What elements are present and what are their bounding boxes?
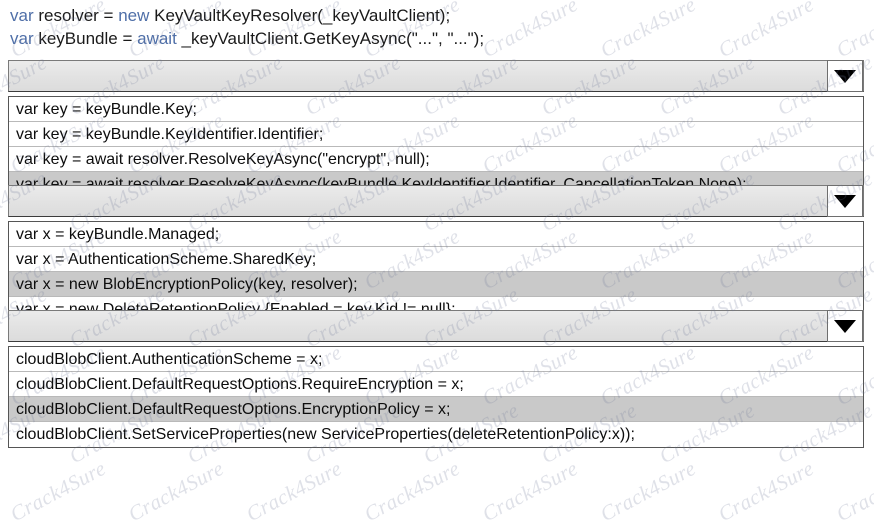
dropdown-option[interactable]: var x = AuthenticationScheme.SharedKey; (9, 247, 863, 272)
watermark-text: Crack4Sure (478, 455, 582, 520)
dropdown-1-option-list: var key = keyBundle.Key;var key = keyBun… (8, 96, 864, 198)
dropdown-option[interactable]: var key = await resolver.ResolveKeyAsync… (9, 147, 863, 172)
dropdown-3-combo[interactable] (8, 310, 864, 342)
dropdown-option-selected[interactable]: cloudBlobClient.DefaultRequestOptions.En… (9, 397, 863, 422)
code-text: resolver = (38, 6, 119, 25)
code-line: var resolver = new KeyVaultKeyResolver(_… (10, 4, 484, 27)
code-keyword: var (10, 6, 39, 25)
dropdown-group-3: cloudBlobClient.AuthenticationScheme = x… (8, 310, 864, 448)
dropdown-2-combo[interactable] (8, 185, 864, 217)
watermark-text: Crack4Sure (242, 455, 346, 520)
chevron-down-glyph (834, 194, 856, 208)
dropdown-option[interactable]: var key = keyBundle.Key; (9, 97, 863, 122)
watermark-text: Crack4Sure (832, 455, 874, 520)
watermark-text: Crack4Sure (759, 496, 874, 520)
chevron-down-glyph (834, 319, 856, 333)
code-text: keyBundle = (38, 29, 138, 48)
dropdown-1-combo[interactable] (8, 60, 864, 92)
watermark-text: Crack4Sure (287, 496, 418, 520)
dropdown-3-option-list: cloudBlobClient.AuthenticationScheme = x… (8, 346, 864, 448)
chevron-down-icon[interactable] (827, 310, 863, 342)
dropdown-option-selected[interactable]: var x = new BlobEncryptionPolicy(key, re… (9, 272, 863, 297)
question-page: var resolver = new KeyVaultKeyResolver(_… (8, 4, 864, 448)
dropdown-2-option-list: var x = keyBundle.Managed;var x = Authen… (8, 221, 864, 323)
dropdown-option[interactable]: var key = keyBundle.KeyIdentifier.Identi… (9, 122, 863, 147)
watermark-text: Crack4Sure (641, 496, 772, 520)
chevron-down-icon[interactable] (827, 60, 863, 92)
dropdown-option[interactable]: var x = keyBundle.Managed; (9, 222, 863, 247)
code-line: var keyBundle = await _keyVaultClient.Ge… (10, 27, 484, 50)
code-keyword: await (137, 29, 182, 48)
dropdown-option[interactable]: cloudBlobClient.AuthenticationScheme = x… (9, 347, 863, 372)
watermark-text: Crack4Sure (714, 455, 818, 520)
dropdown-option[interactable]: cloudBlobClient.DefaultRequestOptions.Re… (9, 372, 863, 397)
watermark-text: Crack4Sure (405, 496, 536, 520)
code-keyword: new (118, 6, 155, 25)
code-text: KeyVaultKeyResolver(_keyVaultClient); (154, 6, 451, 25)
watermark-text: Crack4Sure (51, 496, 182, 520)
watermark-text: Crack4Sure (124, 455, 228, 520)
watermark-text: Crack4Sure (169, 496, 300, 520)
chevron-down-glyph (834, 69, 856, 83)
watermark-text: Crack4Sure (6, 455, 110, 520)
code-keyword: var (10, 29, 39, 48)
code-snippet-header: var resolver = new KeyVaultKeyResolver(_… (10, 4, 484, 50)
watermark-text: Crack4Sure (523, 496, 654, 520)
watermark-text: Crack4Sure (360, 455, 464, 520)
dropdown-group-1: var key = keyBundle.Key;var key = keyBun… (8, 60, 864, 198)
dropdown-option[interactable]: cloudBlobClient.SetServiceProperties(new… (9, 422, 863, 447)
code-text: _keyVaultClient.GetKeyAsync("...", "..."… (181, 29, 485, 48)
dropdown-group-2: var x = keyBundle.Managed;var x = Authen… (8, 185, 864, 323)
watermark-text: Crack4Sure (596, 455, 700, 520)
watermark-text: Crack4Sure (0, 496, 65, 520)
chevron-down-icon[interactable] (827, 185, 863, 217)
